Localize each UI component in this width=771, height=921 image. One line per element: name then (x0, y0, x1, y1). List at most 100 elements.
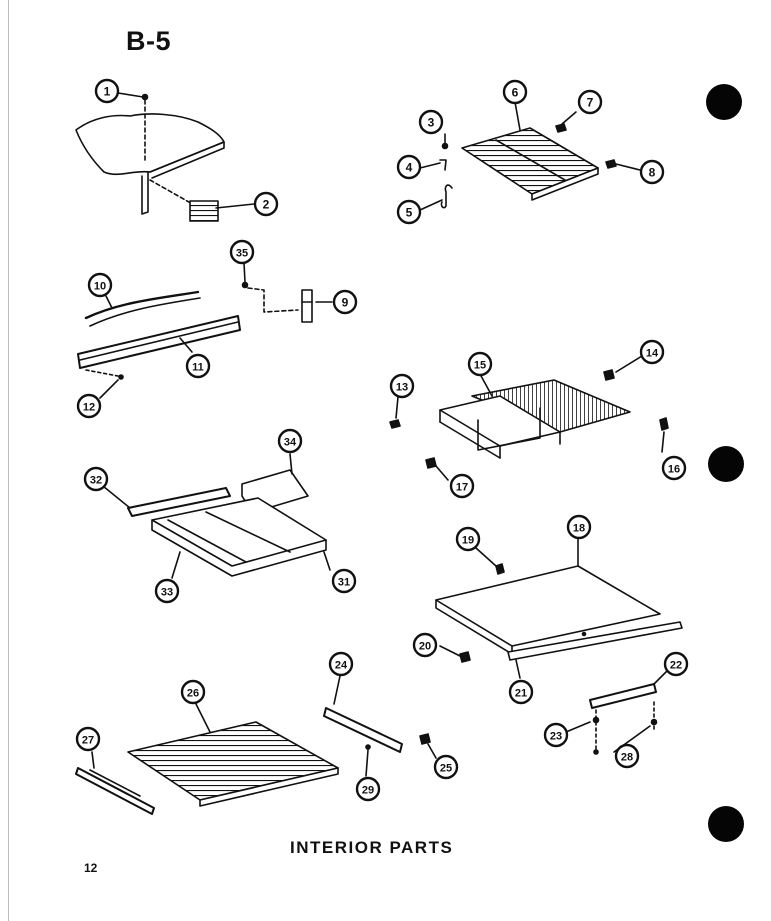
callout-12: 12 (76, 393, 102, 419)
callout-label-5: 5 (406, 206, 413, 220)
callout-label-15: 15 (474, 360, 486, 372)
callout-label-9: 9 (342, 296, 349, 310)
callout-label-18: 18 (573, 523, 585, 535)
callout-circle-24 (328, 651, 354, 677)
callout-circle-22 (663, 651, 689, 677)
callout-label-4: 4 (406, 161, 413, 175)
callout-circle-3 (418, 109, 444, 135)
callout-22: 22 (663, 651, 689, 677)
callout-label-25: 25 (440, 763, 452, 775)
callout-circle-19 (455, 526, 481, 552)
callout-13: 13 (389, 373, 415, 399)
punch-hole-bottom (708, 806, 744, 842)
callout-circle-14 (639, 339, 665, 365)
callout-label-13: 13 (396, 382, 408, 394)
callout-label-16: 16 (668, 464, 680, 476)
callout-label-33: 33 (161, 587, 173, 599)
callout-label-21: 21 (515, 688, 527, 700)
callout-layer: 1234567891011121314151617181920212223242… (75, 78, 689, 802)
callout-circle-35 (229, 239, 255, 265)
callout-circle-23 (543, 722, 569, 748)
callout-label-10: 10 (94, 281, 106, 293)
callout-28: 28 (614, 743, 640, 769)
callout-circle-12 (76, 393, 102, 419)
callout-14: 14 (639, 339, 665, 365)
leader-lines (91, 92, 669, 777)
callout-11: 11 (185, 353, 211, 379)
callout-circle-26 (180, 679, 206, 705)
callout-15: 15 (467, 351, 493, 377)
callout-circle-33 (154, 578, 180, 604)
callout-label-7: 7 (587, 96, 594, 110)
callout-21: 21 (508, 679, 534, 705)
callout-16: 16 (661, 455, 687, 481)
callout-32: 32 (83, 466, 109, 492)
callout-circle-7 (577, 89, 603, 115)
callout-25: 25 (433, 754, 459, 780)
left-margin-line (8, 0, 9, 921)
callout-circle-34 (277, 428, 303, 454)
callout-7: 7 (577, 89, 603, 115)
wire-shelf-assembly (389, 369, 669, 469)
callout-label-20: 20 (419, 641, 431, 653)
callout-circle-20 (412, 632, 438, 658)
callout-circle-13 (389, 373, 415, 399)
callout-label-8: 8 (649, 166, 656, 180)
callout-24: 24 (328, 651, 354, 677)
callout-19: 19 (455, 526, 481, 552)
side-rail-assembly (323, 707, 431, 753)
callout-circle-15 (467, 351, 493, 377)
callout-label-22: 22 (670, 660, 682, 672)
callout-label-35: 35 (236, 248, 248, 260)
callout-circle-1 (94, 78, 120, 104)
callout-circle-25 (433, 754, 459, 780)
callout-17: 17 (449, 473, 475, 499)
callout-label-3: 3 (428, 116, 435, 130)
small-bracket-assembly (589, 683, 658, 755)
callout-label-32: 32 (90, 475, 102, 487)
callout-circle-18 (566, 514, 592, 540)
crisper-frame-assembly (127, 469, 327, 577)
page-number: 12 (84, 861, 98, 875)
callout-label-23: 23 (550, 731, 562, 743)
callout-circle-16 (661, 455, 687, 481)
sheet-code: B-5 (126, 26, 172, 56)
callout-31: 31 (331, 568, 357, 594)
callout-label-6: 6 (512, 86, 519, 100)
callout-26: 26 (180, 679, 206, 705)
callout-34: 34 (277, 428, 303, 454)
callout-18: 18 (566, 514, 592, 540)
callout-27: 27 (75, 726, 101, 752)
callout-29: 29 (355, 776, 381, 802)
callout-circle-29 (355, 776, 381, 802)
callout-label-34: 34 (284, 437, 297, 449)
callout-circle-32 (83, 466, 109, 492)
callout-8: 8 (639, 159, 665, 185)
callout-6: 6 (502, 79, 528, 105)
callout-label-19: 19 (462, 535, 474, 547)
liner-corner-part (75, 93, 225, 222)
callout-label-27: 27 (82, 735, 94, 747)
callout-circle-10 (87, 272, 113, 298)
callout-label-11: 11 (192, 362, 204, 374)
callout-2: 2 (253, 191, 279, 217)
callout-circle-8 (639, 159, 665, 185)
callout-9: 9 (332, 289, 358, 315)
glass-shelf-assembly (435, 563, 683, 663)
callout-35: 35 (229, 239, 255, 265)
callout-circle-27 (75, 726, 101, 752)
upper-shelf-assembly (439, 123, 617, 209)
callout-20: 20 (412, 632, 438, 658)
callout-label-12: 12 (83, 402, 95, 414)
callout-circle-9 (332, 289, 358, 315)
callout-label-26: 26 (187, 688, 199, 700)
punch-hole-top (706, 84, 742, 120)
callout-circle-31 (331, 568, 357, 594)
callout-label-1: 1 (104, 85, 111, 99)
callout-3: 3 (418, 109, 444, 135)
callout-circle-4 (396, 154, 422, 180)
punch-hole-middle (708, 446, 744, 482)
callout-label-29: 29 (362, 785, 374, 797)
callout-5: 5 (396, 199, 422, 225)
